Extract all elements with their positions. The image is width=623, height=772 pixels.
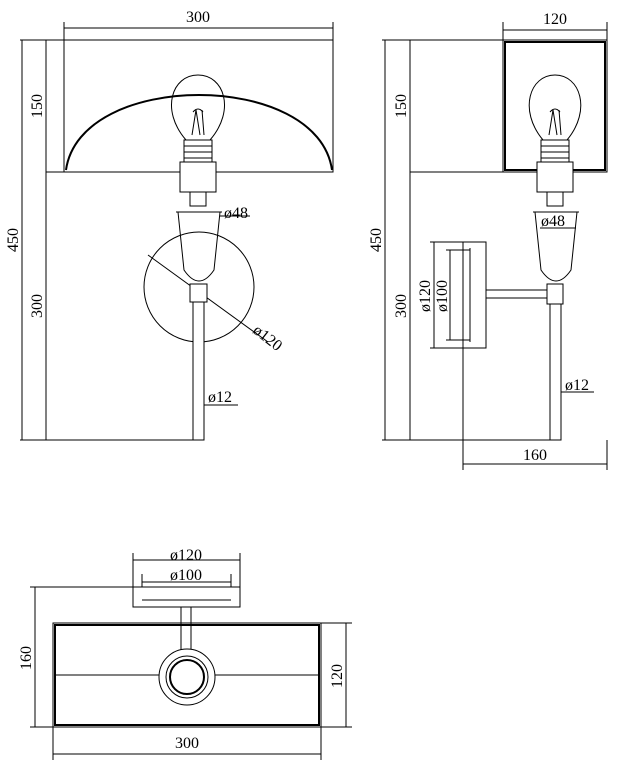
top-wall-plate [132,586,241,608]
side-total-height-label: 450 [368,228,385,252]
top-arm [180,606,192,652]
side-shade-height-label: 150 [393,94,410,118]
side-depth-label: 160 [523,447,547,464]
side-base-inner-label: ø100 [434,280,451,312]
side-rod [549,303,562,441]
top-shade [52,622,322,728]
top-width-label: 300 [175,735,199,752]
front-width-label: 300 [186,9,210,26]
side-base-outer-label: ø120 [417,280,434,312]
rod [192,287,205,441]
side-holder-diameter-label: ø48 [541,213,565,230]
front-rod-diameter-label: ø12 [208,389,232,406]
front-shade-height-label: 150 [29,94,46,118]
front-lower-height-label: 300 [29,294,46,318]
front-base-diameter-label: ø120 [250,322,286,355]
top-socket [158,648,216,706]
top-base-outer-label: ø120 [170,547,202,564]
front-view: 300 ø48 ø120 ø12 [5,9,334,441]
top-depth-label: 160 [18,646,35,670]
shade-dome [65,94,333,171]
top-view: ø120 ø100 160 120 300 [18,547,352,760]
side-bulb-icon [528,74,582,163]
bulb-icon [171,74,225,163]
side-lower-height-label: 300 [393,294,410,318]
front-total-height-label: 450 [5,228,22,252]
side-arm [485,289,549,299]
side-rod-diameter-label: ø12 [565,377,589,394]
holder [177,211,221,282]
side-holder [534,211,578,282]
side-view: 120 ø48 ø120 ø [368,11,608,470]
front-holder-diameter-label: ø48 [224,205,248,222]
side-wall-plate [462,241,487,349]
top-shade-depth-label: 120 [329,664,346,688]
socket [179,161,217,193]
side-width-label: 120 [543,11,567,28]
side-socket [536,161,574,193]
top-base-inner-label: ø100 [170,567,202,584]
